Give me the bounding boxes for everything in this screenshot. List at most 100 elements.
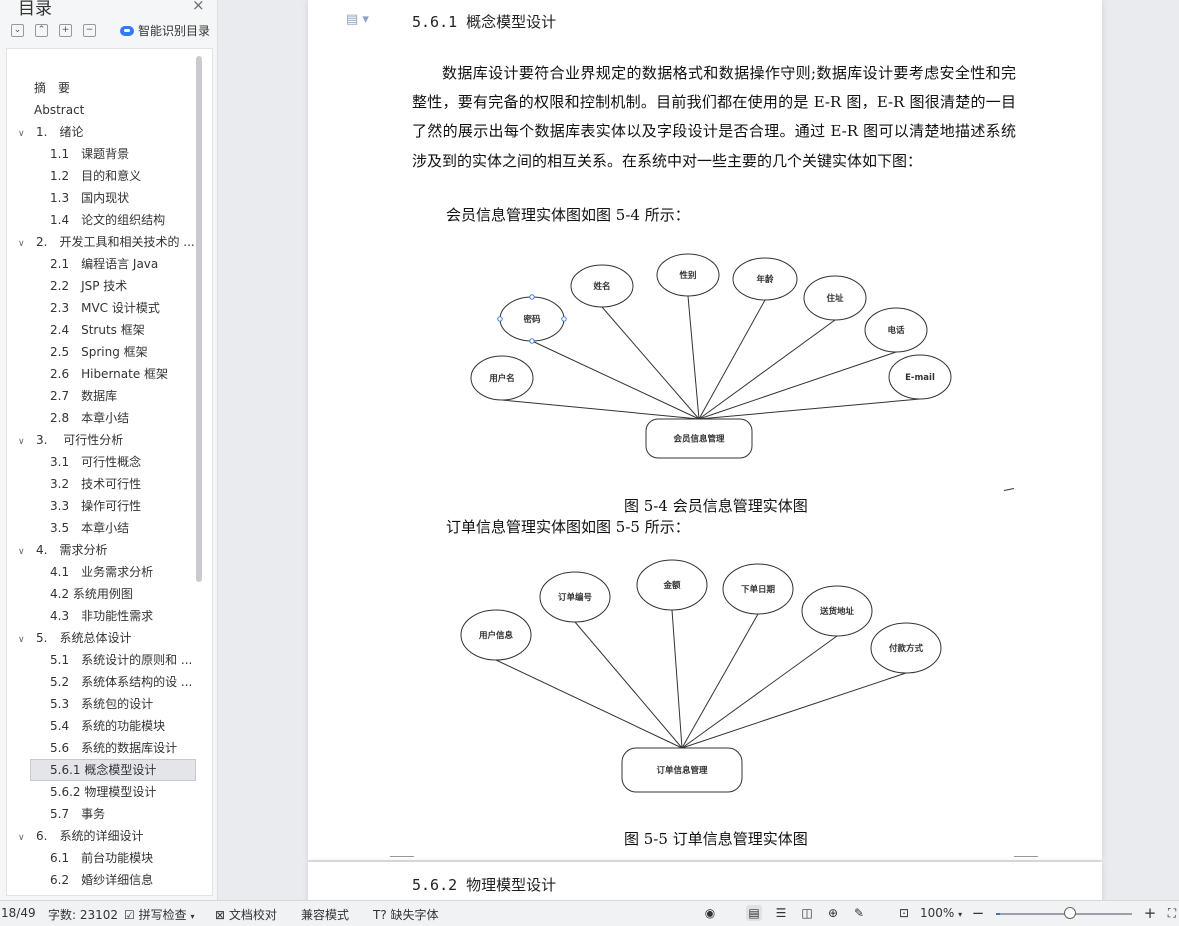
toc-item[interactable]: 2.4 Struts 框架 xyxy=(50,319,196,341)
ai-toc-button[interactable]: 智能识别目录 xyxy=(120,22,210,39)
fullscreen-icon[interactable]: ⛶ xyxy=(1167,906,1177,920)
relationship-line xyxy=(698,398,921,420)
selection-handle[interactable] xyxy=(529,294,535,300)
selection-handle[interactable] xyxy=(561,316,567,322)
toc-item-label: 1.2 目的和意义 xyxy=(50,169,142,183)
word-count[interactable]: 字数: 23102 xyxy=(48,908,119,922)
zoom-slider-knob[interactable] xyxy=(1064,907,1076,919)
doc-proof-button[interactable]: ⊠ 文档校对 xyxy=(215,906,277,923)
attribute-label: 付款方式 xyxy=(889,643,924,654)
toc-item-label: 4.2 系统用例图 xyxy=(50,587,133,601)
toc-item-label: Abstract xyxy=(34,103,85,117)
collapse-all-icon[interactable]: ⌃ xyxy=(35,24,48,37)
relationship-line xyxy=(687,295,700,420)
toc-item[interactable]: 5.3 系统包的设计 xyxy=(50,693,196,715)
spellcheck-button[interactable]: ☑ 拼写检查 ▾ xyxy=(124,906,194,923)
page-menu-icon[interactable]: ▤ ▾ xyxy=(346,12,369,27)
toc-item[interactable]: ∨3. 可行性分析 xyxy=(18,429,196,451)
chevron-down-icon[interactable]: ∨ xyxy=(18,833,25,843)
toc-item[interactable]: 2.2 JSP 技术 xyxy=(50,275,196,297)
toc-item[interactable]: 5.6 系统的数据库设计 xyxy=(50,737,196,759)
eye-icon[interactable]: ◉ xyxy=(704,906,716,920)
attribute-label: 下单日期 xyxy=(741,584,776,595)
toc-item[interactable]: 摘 要 xyxy=(34,77,196,99)
toc-item-label: 2.8 本章小结 xyxy=(50,411,130,425)
attribute-node: E-mail xyxy=(888,354,952,400)
read-mode-icon[interactable]: ◫ xyxy=(801,906,813,920)
expand-all-icon[interactable]: ⌄ xyxy=(11,24,24,37)
selection-handle[interactable] xyxy=(497,316,503,322)
toc-item[interactable]: 2.6 Hibernate 框架 xyxy=(50,363,196,385)
web-view-icon[interactable]: ⊕ xyxy=(827,906,839,920)
chevron-down-icon[interactable]: ∨ xyxy=(18,635,25,645)
page-indicator[interactable]: 18/49 xyxy=(1,906,36,920)
toc-item[interactable]: 2.5 Spring 框架 xyxy=(50,341,196,363)
relationship-line xyxy=(601,306,700,420)
toc-item[interactable]: 5.6.2 物理模型设计 xyxy=(50,781,196,803)
toc-item[interactable]: 2.1 编程语言 Java xyxy=(50,253,196,275)
toc-item[interactable]: ∨5. 系统总体设计 xyxy=(18,627,196,649)
toc-item[interactable]: 3.2 技术可行性 xyxy=(50,473,196,495)
close-icon[interactable]: × xyxy=(192,0,205,14)
toc-item[interactable]: 6.1 前台功能模块 xyxy=(50,847,196,869)
remove-heading-icon[interactable]: − xyxy=(83,24,96,37)
toc-item-label: 1.4 论文的组织结构 xyxy=(50,213,166,227)
toc-scrollbar[interactable] xyxy=(196,56,202,582)
toc-item[interactable]: 1.4 论文的组织结构 xyxy=(50,209,196,231)
toc-item[interactable]: ∨2. 开发工具和相关技术的 ... xyxy=(18,231,196,253)
toc-item[interactable]: ∨6. 系统的详细设计 xyxy=(18,825,196,847)
selection-handle[interactable] xyxy=(529,338,535,344)
toc-item[interactable]: 3.1 可行性概念 xyxy=(50,451,196,473)
outline-view-icon[interactable]: ☰ xyxy=(775,906,787,920)
toc-item[interactable]: 6.2 婚纱详细信息 xyxy=(50,869,196,891)
toc-item-label: 1.3 国内现状 xyxy=(50,191,130,205)
zoom-in-icon[interactable]: + xyxy=(1143,904,1157,922)
toc-item[interactable]: ∨1. 绪论 xyxy=(18,121,196,143)
toc-item[interactable]: 3.5 本章小结 xyxy=(50,517,196,539)
toc-item[interactable]: 5.4 系统的功能模块 xyxy=(50,715,196,737)
attribute-label: E-mail xyxy=(905,373,935,383)
chevron-down-icon[interactable]: ∨ xyxy=(18,547,25,557)
toc-item[interactable]: 5.2 系统体系结构的设 ... xyxy=(50,671,196,693)
toc-item[interactable]: 2.8 本章小结 xyxy=(50,407,196,429)
toc-item[interactable]: 3.3 操作可行性 xyxy=(50,495,196,517)
proof-icon: ⊠ xyxy=(215,908,226,922)
toc-item[interactable]: ∨4. 需求分析 xyxy=(18,539,196,561)
toc-item[interactable]: 5.7 事务 xyxy=(50,803,196,825)
toc-item[interactable]: 4.2 系统用例图 xyxy=(50,583,196,605)
relationship-line xyxy=(681,613,759,749)
toc-item[interactable]: 2.3 MVC 设计模式 xyxy=(50,297,196,319)
missing-font-button[interactable]: T? 缺失字体 xyxy=(373,906,439,923)
pen-icon[interactable]: ✎ xyxy=(853,906,865,920)
attribute-node: 用户信息 xyxy=(460,609,532,661)
zoom-out-icon[interactable]: − xyxy=(971,904,985,922)
relationship-line xyxy=(698,319,836,420)
attribute-node: 年龄 xyxy=(732,257,798,301)
chevron-down-icon[interactable]: ∨ xyxy=(18,129,25,139)
page-view-icon[interactable]: ▤ xyxy=(746,905,762,921)
chevron-down-icon[interactable]: ∨ xyxy=(18,437,25,447)
toc-item[interactable]: 1.1 课题背景 xyxy=(50,143,196,165)
font-icon: T? xyxy=(373,908,387,922)
add-heading-icon[interactable]: + xyxy=(59,24,72,37)
toc-item[interactable]: 1.3 国内现状 xyxy=(50,187,196,209)
attribute-node: 性别 xyxy=(656,253,720,297)
toc-item[interactable]: 4.3 非功能性需求 xyxy=(50,605,196,627)
toc-item-label: 2.5 Spring 框架 xyxy=(50,345,148,359)
toc-item-label: 2.7 数据库 xyxy=(50,389,118,403)
toc-item[interactable]: Abstract xyxy=(34,99,196,121)
toc-item[interactable]: 5.1 系统设计的原则和 ... xyxy=(50,649,196,671)
toc-item[interactable]: 2.7 数据库 xyxy=(50,385,196,407)
toc-item[interactable]: 5.6.1 概念模型设计 xyxy=(30,759,196,781)
chevron-down-icon[interactable]: ∨ xyxy=(18,239,25,249)
toc-item-label: 2.2 JSP 技术 xyxy=(50,279,128,293)
toc-item-label: 5.1 系统设计的原则和 ... xyxy=(50,653,193,667)
zoom-level[interactable]: 100% ▾ xyxy=(920,906,962,920)
toc-item[interactable]: 4.1 业务需求分析 xyxy=(50,561,196,583)
relationship-line xyxy=(698,351,897,420)
toc-item[interactable]: 1.2 目的和意义 xyxy=(50,165,196,187)
toc-item-label: 5.7 事务 xyxy=(50,807,106,821)
fit-page-icon[interactable]: ⊡ xyxy=(898,906,910,920)
compat-mode-label[interactable]: 兼容模式 xyxy=(301,908,350,922)
